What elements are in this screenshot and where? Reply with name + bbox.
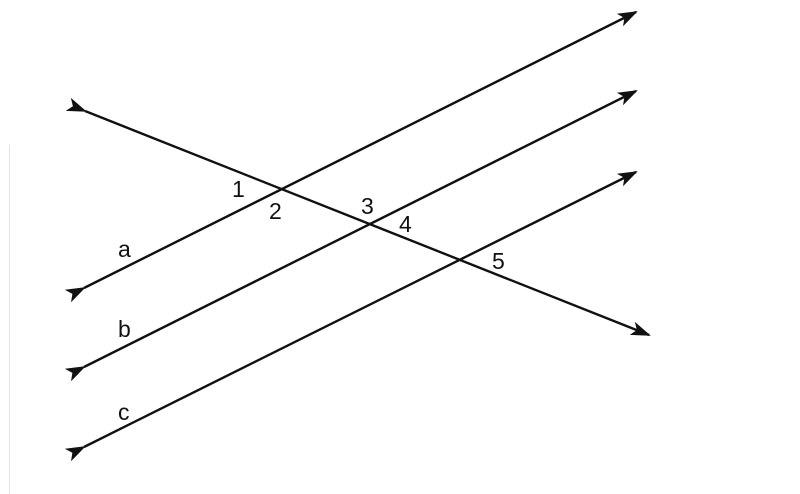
angle-label-3: 3 — [361, 193, 374, 219]
line-label-a: a — [118, 236, 131, 262]
parallel-line-a — [64, 10, 638, 303]
left-edge-divider — [9, 145, 10, 494]
transversal-line — [65, 97, 651, 337]
angle-label-4: 4 — [399, 211, 412, 237]
parallel-line-c — [64, 170, 638, 462]
line-label-c: c — [118, 399, 130, 425]
angle-label-5: 5 — [492, 248, 505, 274]
angle-label-2: 2 — [269, 198, 282, 224]
angle-label-1: 1 — [232, 176, 245, 202]
parallel-line-b — [64, 89, 638, 382]
line-label-b: b — [118, 316, 131, 342]
